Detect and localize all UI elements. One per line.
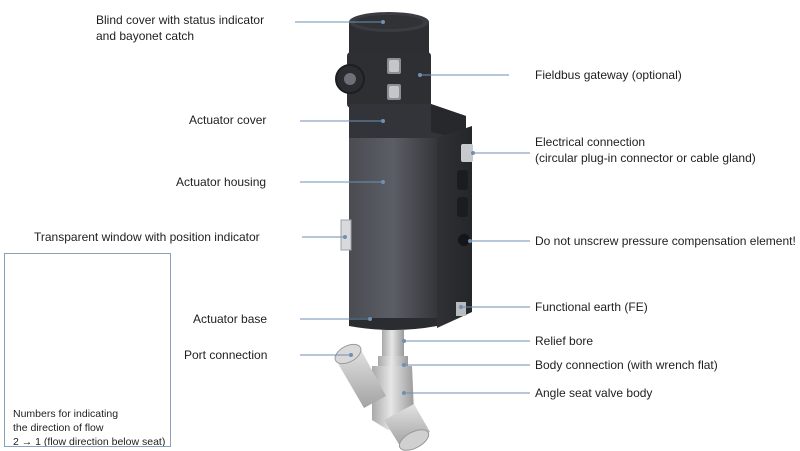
label-relief-bore: Relief bore — [535, 334, 594, 348]
fieldbus-gateway — [335, 52, 431, 108]
label-actuator-cover: Actuator cover — [189, 113, 267, 127]
label-actuator-base: Actuator base — [193, 312, 268, 326]
label-blind-cover-line-2: and bayonet catch — [96, 29, 195, 43]
label-body-connection: Body connection (with wrench flat) — [535, 358, 718, 372]
label-blind-cover-line-1: Blind cover with status indicator — [96, 13, 265, 27]
actuator-housing — [340, 126, 473, 328]
inset-caption-line-2: the direction of flow — [13, 422, 104, 434]
label-blind-cover: Blind cover with status indicator and ba… — [96, 12, 264, 44]
label-transparent-window: Transparent window with position indicat… — [34, 230, 260, 244]
leader-lines — [295, 21, 530, 394]
actuator-base — [349, 318, 437, 330]
label-electrical-connection-line-2: (circular plug-in connector or cable gla… — [535, 151, 756, 165]
label-electrical-connection: Electrical connection (circular plug-in … — [535, 134, 756, 166]
inset-caption-line-1: Numbers for indicating — [13, 408, 119, 420]
label-electrical-connection-line-1: Electrical connection — [535, 135, 646, 149]
label-fieldbus-gateway: Fieldbus gateway (optional) — [535, 68, 682, 82]
inset-caption-line-3: 2 → 1 (flow direction below seat) — [13, 436, 166, 447]
label-pressure-compensation: Do not unscrew pressure compensation ele… — [535, 234, 796, 248]
label-angle-seat-valve-body: Angle seat valve body — [535, 386, 653, 400]
leader-dots — [343, 20, 475, 395]
label-port-connection: Port connection — [184, 348, 268, 362]
flow-direction-inset: Numbers for indicating the direction of … — [4, 253, 171, 447]
label-functional-earth: Functional earth (FE) — [535, 300, 648, 314]
label-actuator-housing: Actuator housing — [176, 175, 267, 189]
actuator-cover — [349, 104, 466, 140]
angle-seat-valve-body — [334, 343, 430, 451]
inset-caption: Numbers for indicating the direction of … — [13, 407, 166, 447]
